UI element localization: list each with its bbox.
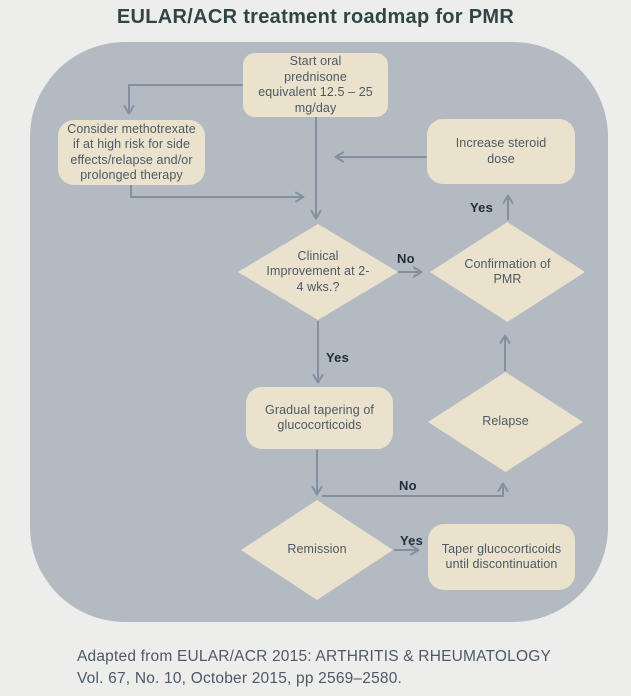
node-start-prednisone: Start oral prednisone equivalent 12.5 – … [243, 53, 388, 117]
node-increase-steroid-dose: Increase steroid dose [427, 119, 575, 184]
edge-label-remission-no: No [399, 478, 417, 493]
node-taper-discontinuation: Taper glucocorticoids until discontinuat… [428, 524, 575, 590]
node-methotrexate-label: Consider methotrexate if at high risk fo… [67, 121, 196, 183]
edge-label-confirmation-yes: Yes [470, 200, 494, 215]
node-increase-steroid-label: Increase steroid dose [455, 136, 547, 166]
edge-label-remission-yes: Yes [400, 533, 424, 548]
node-remission-label: Remission [287, 542, 347, 557]
edge-label-clinical-no: No [397, 251, 415, 266]
node-clinical-improvement-label: Clinical Improvement at 2-4 wks.? [266, 248, 370, 294]
edge-label-clinical-yes: Yes [326, 350, 350, 365]
node-gradual-tapering: Gradual tapering of glucocorticoids [246, 387, 393, 449]
node-consider-methotrexate: Consider methotrexate if at high risk fo… [58, 120, 205, 185]
node-confirmation-label: Confirmation of PMR [464, 256, 551, 287]
node-relapse-label: Relapse [482, 414, 529, 429]
source-caption-line1: Adapted from EULAR/ACR 2015: ARTHRITIS &… [77, 648, 552, 665]
source-caption: Adapted from EULAR/ACR 2015: ARTHRITIS &… [77, 646, 577, 689]
source-caption-line2: Vol. 67, No. 10, October 2015, pp 2569–2… [77, 669, 403, 687]
node-taper-discontinue-label: Taper glucocorticoids until discontinuat… [441, 541, 562, 572]
node-tapering-label: Gradual tapering of glucocorticoids [265, 402, 374, 433]
diagram-title: EULAR/ACR treatment roadmap for PMR [116, 6, 515, 28]
node-start-label: Start oral prednisone equivalent 12.5 – … [258, 54, 373, 115]
